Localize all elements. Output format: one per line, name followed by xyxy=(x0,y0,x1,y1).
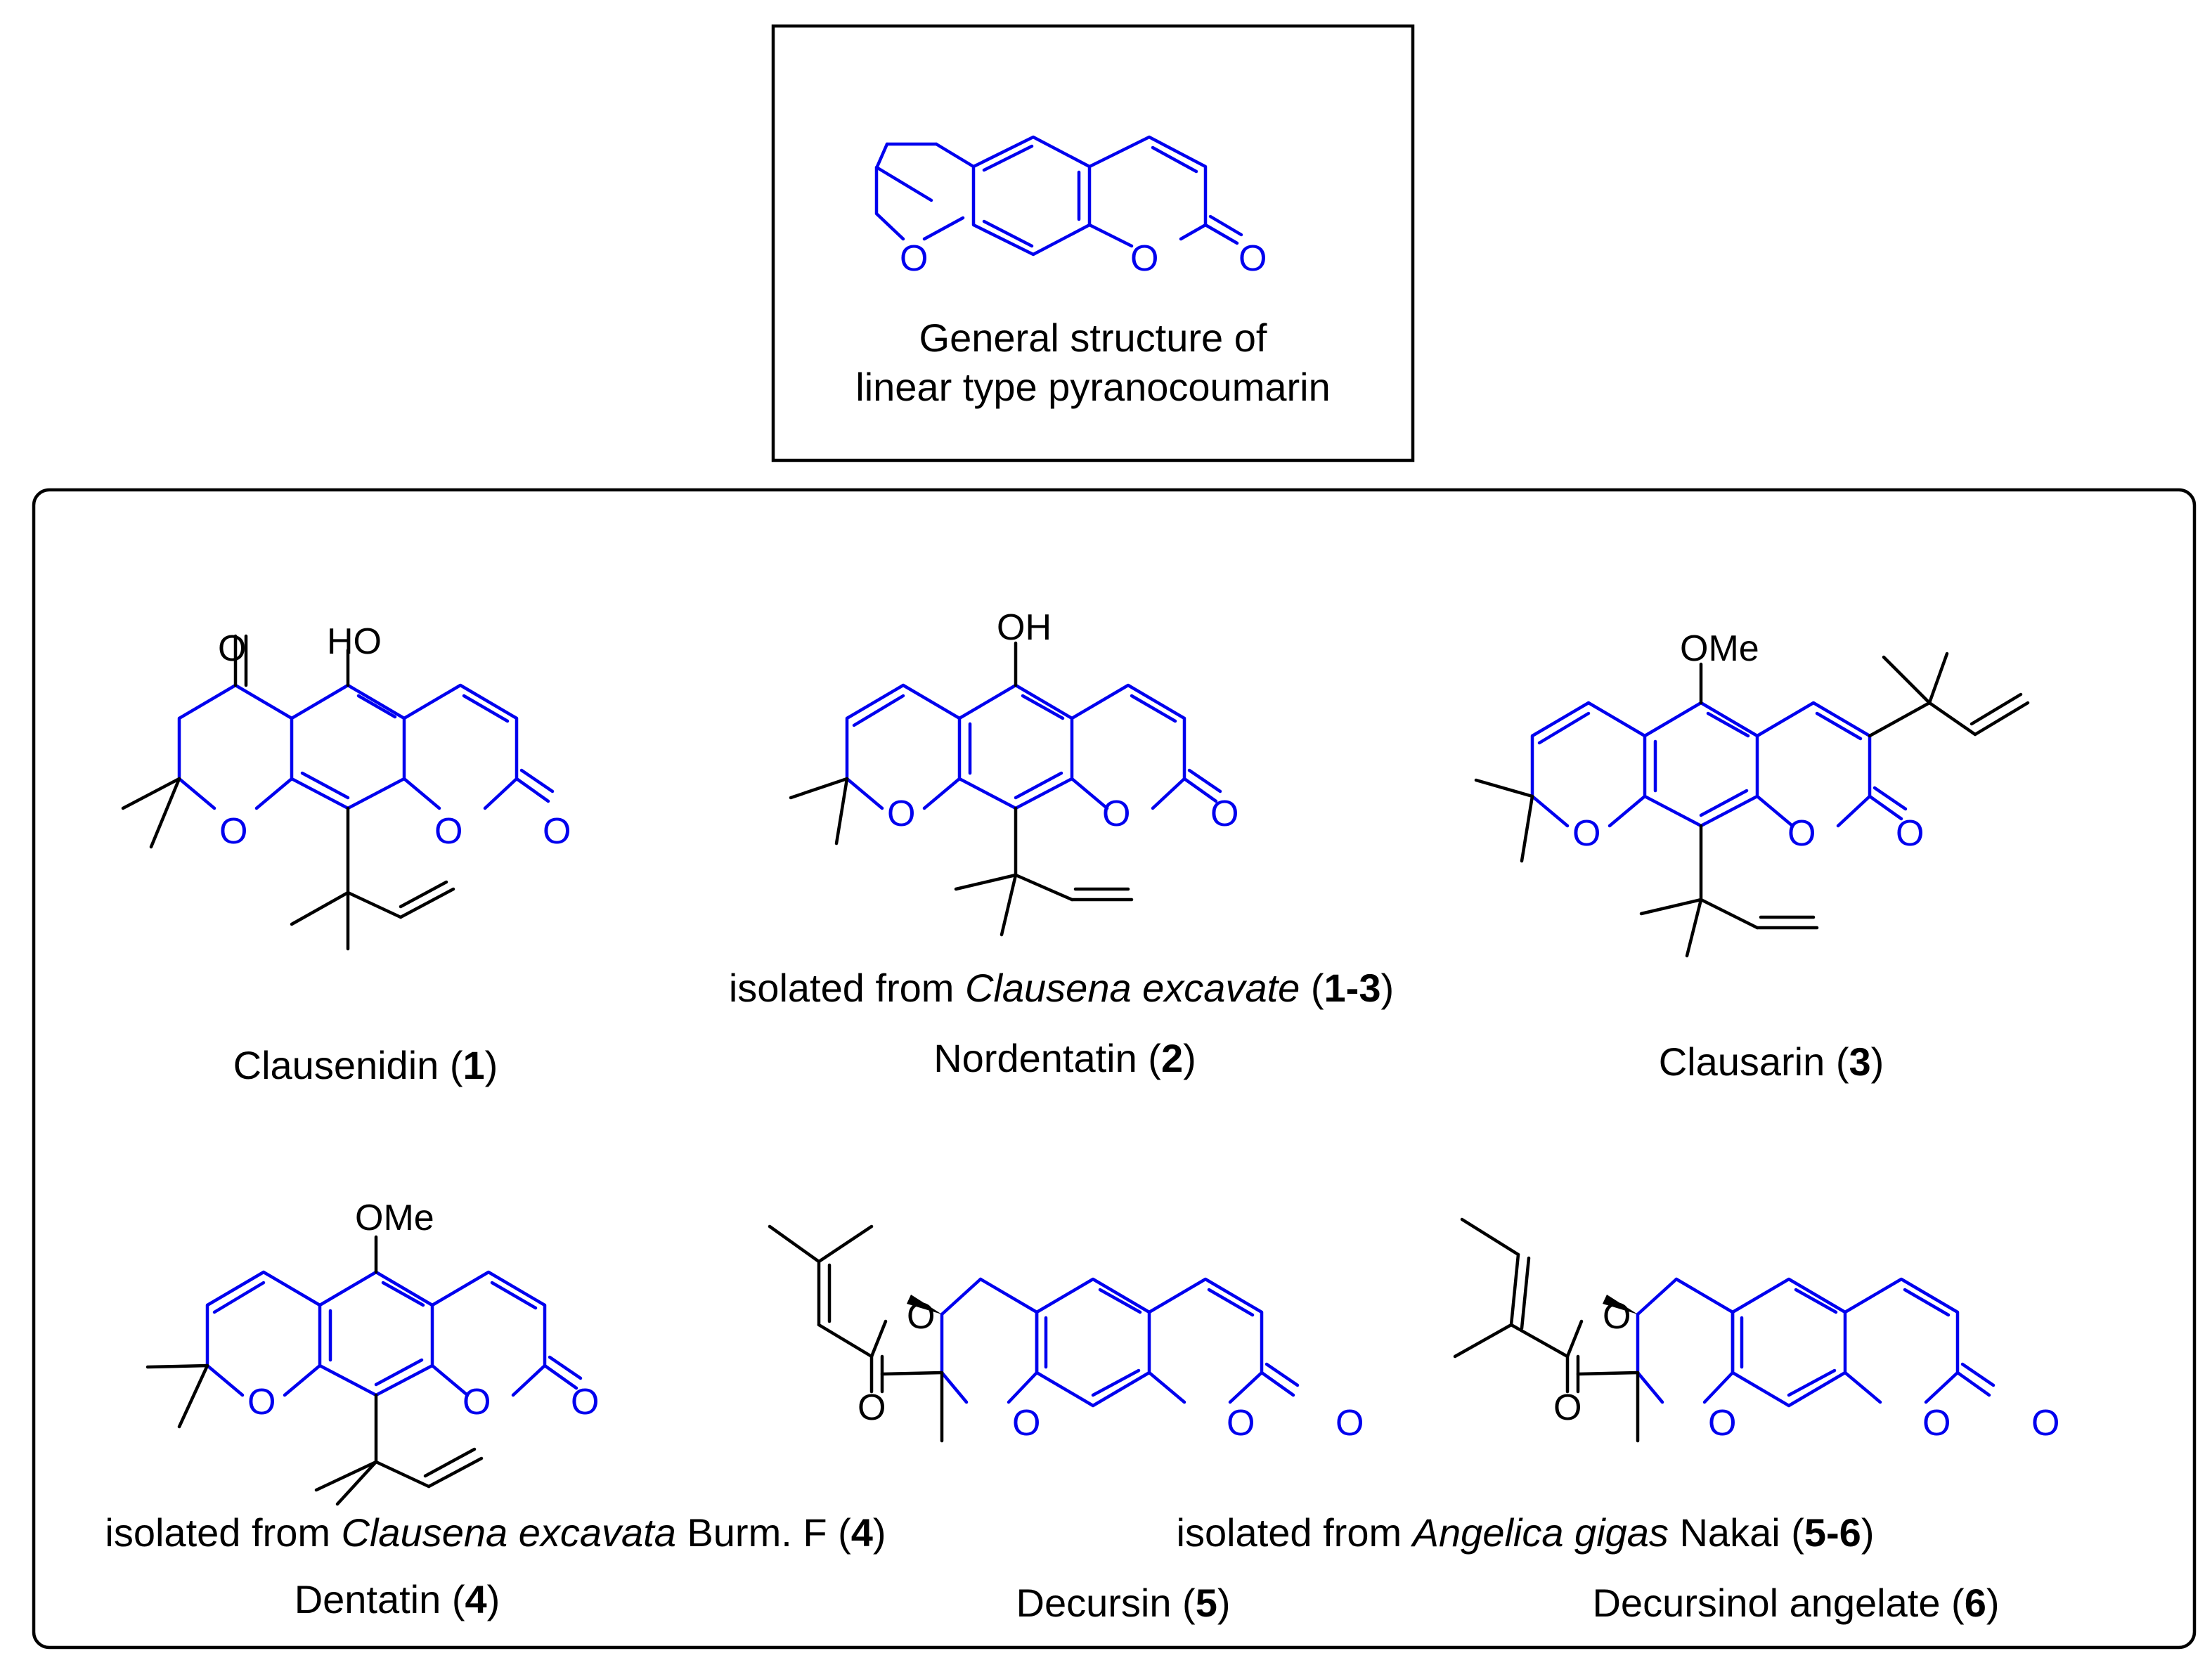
atom-label: O xyxy=(247,1382,276,1423)
atom-label: O xyxy=(1922,1403,1951,1444)
source-species: Clausena excavata xyxy=(342,1510,676,1555)
molecule-dentatin: OMe O O O xyxy=(145,1198,599,1506)
molecule-clausenidin: O HO O O O xyxy=(121,621,571,951)
molecule-clausarin: OMe O O O xyxy=(1474,628,2030,958)
atom-label: O xyxy=(571,1382,599,1423)
source-caption-4: isolated from Clausena excavata Burm. F … xyxy=(105,1510,886,1555)
compound-number: 3 xyxy=(1849,1039,1870,1084)
compound-number: 2 xyxy=(1161,1036,1183,1080)
atom-label: O xyxy=(858,1387,886,1428)
atom-label: O xyxy=(543,811,571,852)
source-caption-1-3: isolated from Clausena excavate (1-3) xyxy=(729,966,1394,1010)
atom-label: O xyxy=(900,238,928,279)
atom-label: O xyxy=(218,628,246,669)
atom-label: O xyxy=(1708,1403,1736,1444)
atom-label: OMe xyxy=(1680,628,1759,669)
atom-label: O xyxy=(434,811,463,852)
compound-name: Clausenidin xyxy=(233,1043,439,1087)
atom-label: HO xyxy=(327,621,382,662)
atom-label: O xyxy=(1012,1403,1040,1444)
source-prefix: isolated from xyxy=(1177,1510,1413,1555)
atom-label: O xyxy=(2031,1403,2059,1444)
compound-name: Clausarin xyxy=(1659,1039,1825,1084)
atom-label: O xyxy=(1787,813,1816,854)
general-structure-box xyxy=(771,24,1415,462)
compound-caption-decursin: Decursin (5) xyxy=(1016,1581,1231,1625)
compound-caption-dentatin: Dentatin (4) xyxy=(295,1577,500,1621)
source-suffix: Nakai xyxy=(1669,1510,1780,1555)
compound-number: 5 xyxy=(1196,1581,1217,1625)
atom-label: O xyxy=(1603,1296,1631,1337)
source-ref: 4 xyxy=(851,1510,873,1555)
compound-name: Decursin xyxy=(1016,1581,1172,1625)
atom-label: O xyxy=(1553,1387,1582,1428)
atom-label: O xyxy=(1210,793,1238,834)
atom-label: O xyxy=(1130,238,1158,279)
molecule-nordentatin: OH O O O xyxy=(789,607,1238,937)
source-suffix: Burm. F xyxy=(676,1510,827,1555)
general-structure-molecule: O O O xyxy=(874,135,1267,279)
compound-name: Decursinol angelate xyxy=(1592,1581,1940,1625)
atom-label: O xyxy=(887,793,915,834)
compound-caption-clausenidin: Clausenidin (1) xyxy=(233,1043,498,1087)
atom-label: O xyxy=(907,1296,935,1337)
wedge-bond xyxy=(907,1295,942,1314)
source-prefix: isolated from xyxy=(105,1510,341,1555)
atom-label: O xyxy=(219,811,247,852)
compound-caption-clausarin: Clausarin (3) xyxy=(1659,1039,1884,1084)
general-caption-line1: General structure of xyxy=(919,316,1267,360)
compounds-panel xyxy=(32,488,2197,1650)
atom-label: OH xyxy=(997,607,1052,648)
atom-label: OMe xyxy=(355,1198,434,1238)
atom-label: O xyxy=(1238,238,1267,279)
source-prefix: isolated from xyxy=(729,966,965,1010)
atom-label: O xyxy=(463,1382,491,1423)
compound-caption-nordentatin: Nordentatin (2) xyxy=(933,1036,1196,1080)
source-ref: 5-6 xyxy=(1804,1510,1861,1555)
source-species: Angelica gigas xyxy=(1411,1510,1669,1555)
compound-name: Nordentatin xyxy=(933,1036,1137,1080)
atom-label: O xyxy=(1102,793,1130,834)
molecule-decursin: O O O O O xyxy=(768,1224,1364,1444)
atom-label: O xyxy=(1227,1403,1255,1444)
compound-number: 6 xyxy=(1965,1581,1986,1625)
compound-caption-decursinol-angelate: Decursinol angelate (6) xyxy=(1592,1581,1999,1625)
compound-name: Dentatin xyxy=(295,1577,441,1621)
general-caption-line2: linear type pyranocoumarin xyxy=(855,365,1330,409)
atom-label: O xyxy=(1572,813,1600,854)
source-species: Clausena excavate xyxy=(965,966,1300,1010)
atom-label: O xyxy=(1335,1403,1364,1444)
atom-label: O xyxy=(1896,813,1924,854)
compound-number: 1 xyxy=(463,1043,485,1087)
molecule-decursinol-angelate: O O O O O xyxy=(1453,1217,2059,1444)
wedge-bond xyxy=(1603,1295,1638,1314)
compound-number: 4 xyxy=(465,1577,486,1621)
source-caption-5-6: isolated from Angelica gigas Nakai (5-6) xyxy=(1177,1510,1875,1555)
source-ref: 1-3 xyxy=(1324,966,1381,1010)
